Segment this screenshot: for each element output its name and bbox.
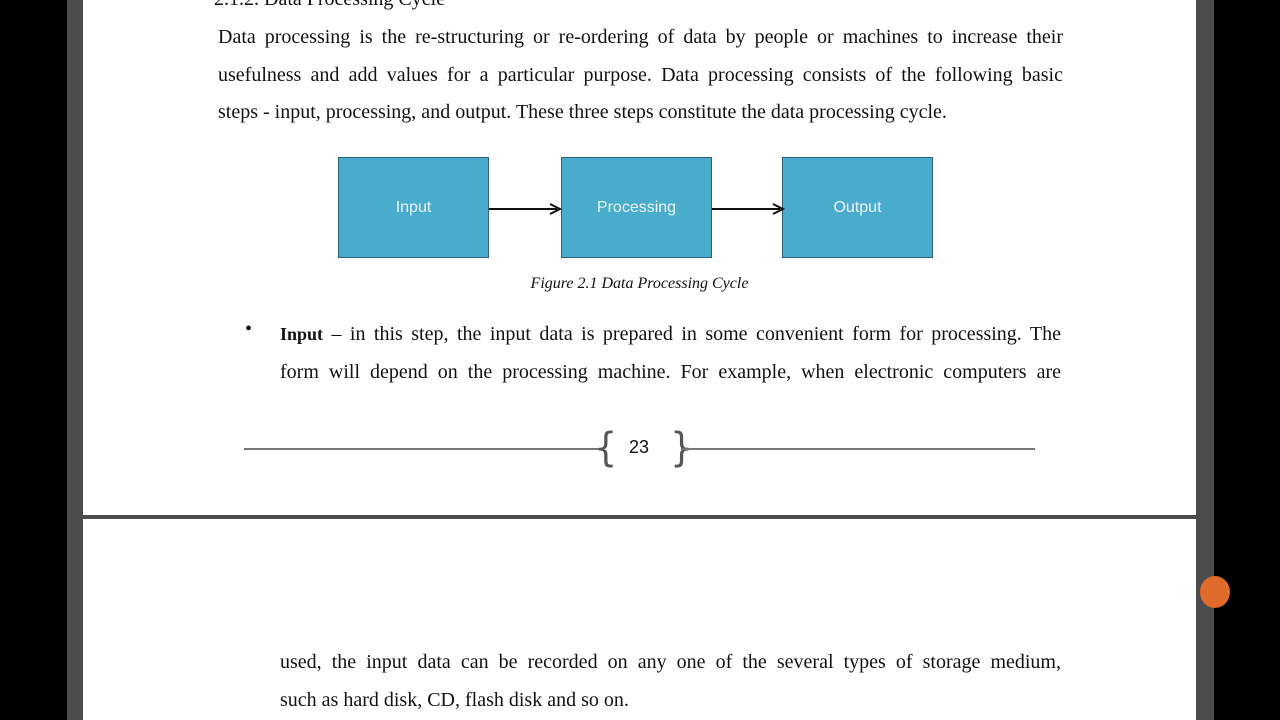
- figure-caption: Figure 2.1 Data Processing Cycle: [530, 275, 749, 292]
- arrow-input-to-processing: [489, 203, 563, 215]
- paragraph-line: usefulness and add values for a particul…: [218, 63, 1063, 86]
- scroll-thumb[interactable]: [1200, 576, 1230, 608]
- viewer-right-gutter: [1196, 0, 1214, 720]
- page-number: 23: [628, 437, 650, 457]
- continued-line: such as hard disk, CD, flash disk and so…: [280, 688, 629, 711]
- bullet-term: Input: [280, 324, 324, 344]
- continued-line: used, the input data can be recorded on …: [280, 651, 1061, 673]
- paragraph-line: steps - input, processing, and output. T…: [218, 101, 947, 123]
- diagram-node-output: Output: [782, 157, 933, 258]
- left-brace: {: [594, 425, 618, 471]
- viewer-left-gutter: [67, 0, 83, 720]
- diagram-node-processing: Processing: [561, 157, 712, 258]
- document-page-23: 2.1.2. Data Processing Cycle Data proces…: [83, 0, 1196, 515]
- footer-rule-right: [681, 448, 1035, 450]
- page-separator: [83, 515, 1196, 519]
- bullet-line-rest: – in this step, the input data is prepar…: [323, 323, 1061, 345]
- continued-text: used, the input data can be recorded on …: [280, 644, 1061, 719]
- document-page-24: used, the input data can be recorded on …: [83, 519, 1196, 720]
- paragraph-line: Data processing is the re-structuring or…: [218, 26, 1063, 48]
- bullet-item-input: Input – in this step, the input data is …: [280, 316, 1061, 391]
- section-heading: 2.1.2. Data Processing Cycle: [214, 0, 445, 11]
- bullet-marker: •: [245, 318, 253, 340]
- intro-paragraph: Data processing is the re-structuring or…: [218, 19, 1063, 132]
- bullet-line: form will depend on the processing machi…: [280, 360, 1061, 383]
- arrow-processing-to-output: [712, 203, 786, 215]
- bullet-line: Input – in this step, the input data is …: [280, 316, 1061, 354]
- footer-rule-left: [244, 448, 599, 450]
- diagram-node-input: Input: [338, 157, 489, 258]
